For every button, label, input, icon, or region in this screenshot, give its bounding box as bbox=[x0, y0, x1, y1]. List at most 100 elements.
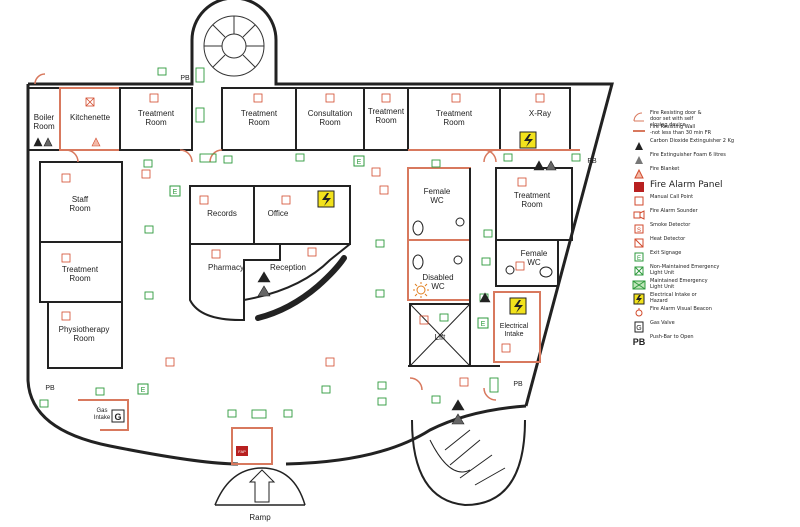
legend-item: Fire Alarm Visual Beacon bbox=[632, 306, 797, 320]
electrical-hazard-icon bbox=[632, 292, 646, 305]
legend-label: Fire Blanket bbox=[650, 166, 680, 172]
heat-detectors bbox=[85, 97, 525, 271]
legend-label: Fire Alarm Panel bbox=[650, 180, 723, 190]
legend-label: Fire Resisting Wall-not less than 30 min… bbox=[650, 124, 712, 136]
wc-fixtures bbox=[412, 217, 553, 278]
legend-label: Exit Signage bbox=[650, 250, 682, 256]
fire-alarm-panel-icon bbox=[632, 180, 646, 192]
room-reception: Reception bbox=[270, 263, 306, 272]
heat-detector-icon bbox=[632, 236, 646, 248]
alarm-sounder-icon bbox=[632, 208, 646, 220]
exit-sign-3: E bbox=[141, 387, 146, 394]
foam-extinguisher-icon bbox=[632, 152, 646, 164]
stair-top bbox=[203, 15, 265, 77]
legend-item: Carbon Dioxide Extinguisher 2 Kg bbox=[632, 138, 797, 152]
left-rooms bbox=[39, 161, 123, 369]
legend-label: Manual Call Point bbox=[650, 194, 694, 200]
room-pharmacy: Pharmacy bbox=[208, 263, 244, 272]
legend-item: Fire Blanket bbox=[632, 166, 797, 180]
maintained-light-icon bbox=[632, 278, 646, 290]
building-outline bbox=[26, 0, 614, 466]
legend-item: Fire Alarm Sounder bbox=[632, 208, 797, 222]
right-rooms bbox=[407, 167, 573, 367]
legend-label: Heat Detector bbox=[650, 236, 686, 242]
legend-item: Fire Extinguisher Foam 6 litres bbox=[632, 152, 797, 166]
legend-label: Gas Valve bbox=[650, 320, 675, 326]
smoke-detectors bbox=[61, 93, 545, 387]
room-ramp: Ramp bbox=[249, 513, 271, 522]
legend-item: Fire Alarm Panel bbox=[632, 180, 797, 194]
legend-item: Heat Detector bbox=[632, 236, 797, 250]
gas-valve-marker: G bbox=[114, 412, 121, 422]
push-bar-right: PB bbox=[587, 158, 597, 165]
room-office: Office bbox=[268, 209, 289, 218]
svg-text:E: E bbox=[637, 256, 641, 262]
legend-item: E Exit Signage bbox=[632, 250, 797, 264]
stair-bottom bbox=[411, 419, 526, 507]
manual-call-point-icon bbox=[632, 194, 646, 206]
legend-item: Fire Resisting Wall-not less than 30 min… bbox=[632, 124, 797, 138]
fire-alarm-panel-marker: FAP bbox=[238, 449, 246, 454]
exit-sign-4: E bbox=[481, 321, 486, 328]
central-block bbox=[189, 185, 351, 321]
push-bar-left: PB bbox=[45, 385, 55, 392]
exit-sign-1: E bbox=[173, 189, 178, 196]
exit-sign-icon: E bbox=[632, 250, 646, 262]
push-bar-bottom-right: PB bbox=[513, 381, 523, 388]
legend-label: Fire Alarm Visual Beacon bbox=[650, 306, 712, 312]
room-kitchenette: Kitchenette bbox=[70, 113, 111, 122]
gas-intake-room bbox=[78, 399, 129, 431]
svg-text:PB: PB bbox=[633, 337, 646, 347]
legend-label: Fire Extinguisher Foam 6 litres bbox=[650, 152, 726, 158]
svg-text:G: G bbox=[636, 325, 641, 332]
gas-valve-icon: G bbox=[632, 320, 646, 333]
visual-beacon-icon bbox=[632, 306, 646, 318]
room-xray: X-Ray bbox=[529, 109, 551, 118]
fire-wall-icon bbox=[632, 124, 646, 136]
room-records: Records bbox=[207, 209, 237, 218]
top-rooms bbox=[27, 87, 580, 151]
legend-label: Smoke Detector bbox=[650, 222, 691, 228]
emergency-lights bbox=[39, 67, 581, 419]
ramp bbox=[214, 467, 306, 506]
smoke-detector-icon: S bbox=[632, 222, 646, 234]
fire-blanket-icon bbox=[632, 166, 646, 179]
legend-item: G Gas Valve bbox=[632, 320, 797, 334]
legend-item: PB Push-Bar to Open bbox=[632, 334, 797, 348]
legend-item: S Smoke Detector bbox=[632, 222, 797, 236]
fire-door-icon bbox=[632, 110, 646, 122]
push-bar-top: PB bbox=[180, 75, 190, 82]
legend-label: Push-Bar to Open bbox=[650, 334, 694, 340]
exit-sign-2: E bbox=[357, 159, 362, 166]
push-bar-icon: PB bbox=[632, 334, 646, 347]
non-maintained-light-icon bbox=[632, 264, 646, 276]
electrical-hazard-icons bbox=[317, 131, 537, 315]
entrance-lobby bbox=[231, 427, 273, 465]
legend-label: Carbon Dioxide Extinguisher 2 Kg bbox=[650, 138, 735, 144]
extinguishers bbox=[33, 137, 557, 425]
